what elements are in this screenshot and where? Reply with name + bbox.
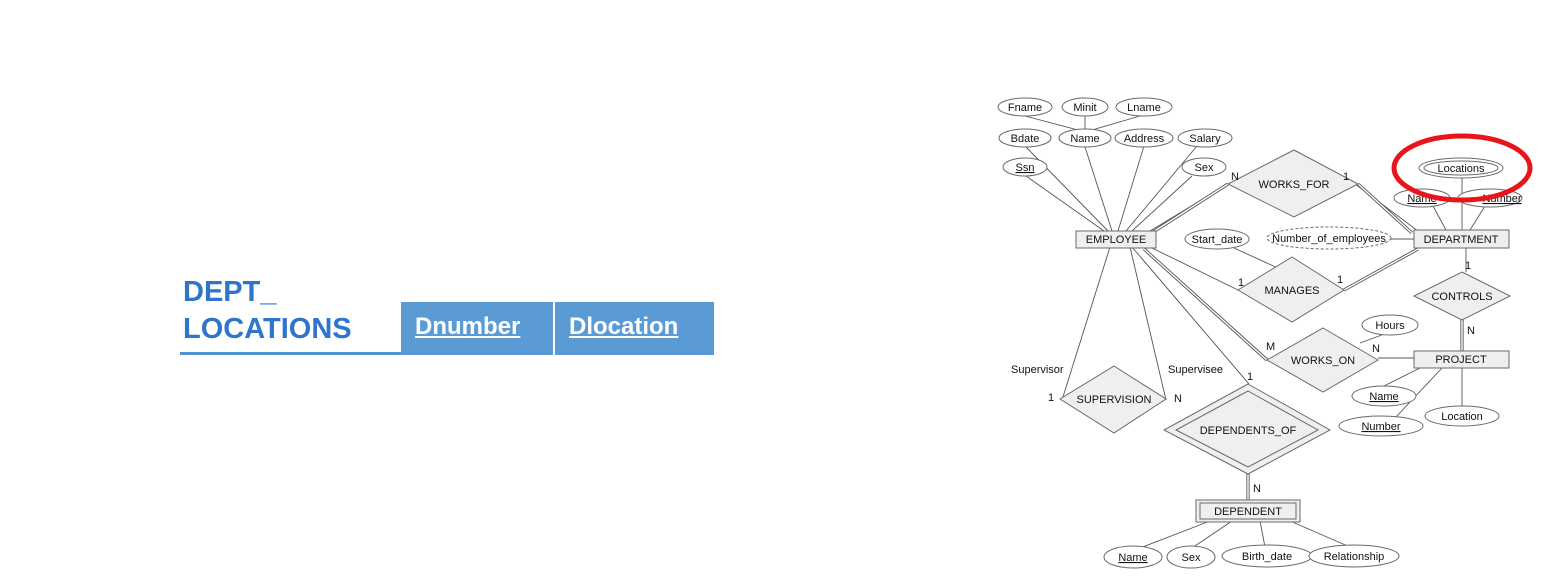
- card-works-for-department: 1: [1343, 171, 1349, 183]
- column-dlocation: Dlocation: [555, 302, 714, 355]
- card-controls-project: N: [1467, 325, 1475, 337]
- role-supervisee: Supervisee: [1168, 364, 1223, 376]
- role-supervisor: Supervisor: [1011, 364, 1064, 376]
- attr-locations: Locations: [1437, 163, 1485, 175]
- attr-bdate: Bdate: [1011, 133, 1040, 145]
- relation-schema: Dnumber Dlocation: [401, 302, 714, 355]
- entity-dependent-label: DEPENDENT: [1214, 506, 1282, 518]
- attr-minit: Minit: [1073, 102, 1096, 114]
- card-manages-employee: 1: [1238, 277, 1244, 289]
- highlight-circle: [1391, 133, 1533, 203]
- card-dependents-of-dependent: N: [1253, 483, 1261, 495]
- attr-employee-name: Name: [1070, 133, 1099, 145]
- column-dnumber: Dnumber: [401, 302, 555, 355]
- attr-location: Location: [1441, 411, 1483, 423]
- card-manages-department: 1: [1337, 274, 1343, 286]
- relationship-supervision-label: SUPERVISION: [1077, 394, 1152, 406]
- relationship-dependents-of: DEPENDENTS_OF: [1162, 383, 1332, 475]
- attr-ssn: Ssn: [1016, 162, 1035, 174]
- attr-fname: Fname: [1008, 102, 1042, 114]
- relationship-works-on: WORKS_ON: [1265, 327, 1379, 393]
- relationship-controls-label: CONTROLS: [1431, 291, 1492, 303]
- attr-birth-date: Birth_date: [1242, 551, 1292, 563]
- relationship-works-for: WORKS_FOR: [1226, 149, 1360, 218]
- attr-employee-sex: Sex: [1195, 162, 1214, 174]
- attr-project-name: Name: [1369, 391, 1398, 403]
- attr-number-of-employees: Number_of_employees: [1272, 233, 1386, 245]
- entity-dependent: DEPENDENT: [1195, 499, 1301, 523]
- attributes: Fname Minit Lname Bdate Name Address Sal…: [997, 97, 1523, 569]
- entity-employee: EMPLOYEE: [1075, 230, 1157, 249]
- attr-relationship: Relationship: [1324, 551, 1385, 563]
- relationship-works-for-label: WORKS_FOR: [1259, 179, 1330, 191]
- attr-lname: Lname: [1127, 102, 1161, 114]
- card-controls-department: 1: [1465, 260, 1471, 272]
- card-dependents-of-employee: 1: [1247, 371, 1253, 383]
- relation-name-line2: LOCATIONS: [183, 313, 352, 345]
- entity-project-label: PROJECT: [1435, 354, 1487, 366]
- card-works-on-project: N: [1372, 343, 1380, 355]
- attr-start-date: Start_date: [1192, 234, 1243, 246]
- relationship-manages-label: MANAGES: [1264, 285, 1319, 297]
- relation-name-line1: DEPT_: [183, 276, 277, 308]
- attr-dependent-sex: Sex: [1182, 552, 1201, 564]
- attr-address: Address: [1124, 133, 1165, 145]
- attr-dependent-name: Name: [1118, 552, 1147, 564]
- card-supervision-supervisee: N: [1174, 393, 1182, 405]
- relation-name: DEPT_ LOCATIONS: [183, 274, 383, 348]
- attr-salary: Salary: [1189, 133, 1221, 145]
- card-works-on-employee: M: [1266, 341, 1275, 353]
- relationship-manages: MANAGES: [1237, 256, 1345, 323]
- entity-project: PROJECT: [1413, 350, 1510, 369]
- relationship-controls: CONTROLS: [1412, 271, 1512, 321]
- relationship-works-on-label: WORKS_ON: [1291, 355, 1355, 367]
- relation-underline: [180, 352, 402, 355]
- card-supervision-supervisor: 1: [1048, 392, 1054, 404]
- relationship-supervision: SUPERVISION: [1059, 365, 1167, 434]
- annotations: Supervisor Supervisee N 1 1 1 M N 1 N 1 …: [1011, 171, 1475, 495]
- total-participation-lines: [1142, 182, 1464, 500]
- attr-project-number: Number: [1361, 421, 1400, 433]
- entity-employee-label: EMPLOYEE: [1086, 234, 1147, 246]
- relationship-dependents-of-label: DEPENDENTS_OF: [1200, 425, 1297, 437]
- entity-department-label: DEPARTMENT: [1424, 234, 1499, 246]
- entity-department: DEPARTMENT: [1413, 229, 1510, 249]
- card-works-for-employee: N: [1231, 171, 1239, 183]
- attr-hours: Hours: [1375, 320, 1405, 332]
